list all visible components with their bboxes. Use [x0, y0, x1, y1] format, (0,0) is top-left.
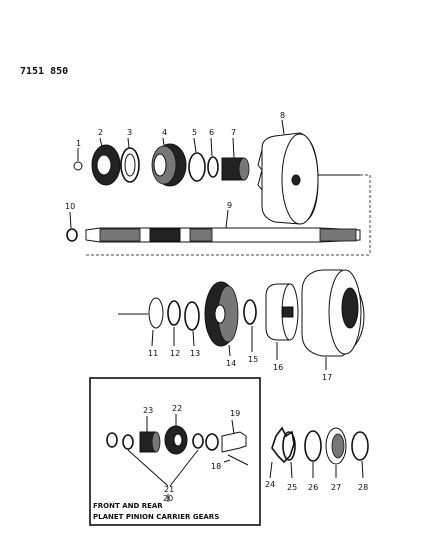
- callout-17: 17: [322, 373, 332, 382]
- callout-3: 3: [127, 128, 132, 137]
- reference-line-top: [360, 174, 371, 255]
- part-11-thrust-plate: [148, 297, 164, 347]
- part-12-washer: [167, 300, 181, 346]
- part-4-ring-gear: [151, 137, 187, 187]
- callout-11: 11: [148, 349, 158, 358]
- callout-2: 2: [98, 128, 103, 137]
- callout-22: 22: [172, 404, 182, 413]
- part-8-drum: [257, 119, 360, 225]
- part-28-seal-ring: [351, 431, 369, 479]
- leader-20-21: [127, 449, 199, 502]
- part-27-piston: [325, 427, 347, 478]
- inset-frame: [89, 377, 261, 526]
- part-10-seal-ring: [66, 211, 78, 242]
- inset-caption-line2: PLANET PINION CARRIER GEARS: [93, 513, 219, 521]
- part-3-thrust-washer: [120, 137, 140, 183]
- callout-6: 6: [209, 128, 214, 137]
- callout-21: 21: [164, 485, 174, 494]
- callout-4: 4: [162, 128, 167, 137]
- part-1-ball: [73, 148, 83, 171]
- callout-15: 15: [248, 355, 258, 364]
- part-5-thrust-washer: [188, 137, 206, 182]
- callout-16: 16: [273, 363, 283, 372]
- part-13-thrust-washer: [184, 301, 200, 347]
- part-25-spring-retainer: [282, 431, 296, 479]
- part-22-pinion-gear-large: [164, 414, 188, 455]
- callout-10: 10: [65, 202, 75, 211]
- part-washer-right-1: [192, 433, 204, 449]
- part-washer-right-2: [205, 433, 219, 451]
- callout-1: 1: [76, 139, 81, 148]
- callout-28: 28: [358, 483, 368, 492]
- callout-19: 19: [230, 409, 240, 418]
- drawing-code: 7151 850: [20, 66, 68, 77]
- callout-25: 25: [287, 483, 297, 492]
- callout-5: 5: [192, 128, 197, 137]
- callout-13: 13: [190, 349, 200, 358]
- part-14-planet-carrier: [204, 281, 239, 357]
- part-9-output-shaft: [85, 209, 361, 243]
- part-16-sun-gear-shell: [265, 283, 299, 360]
- part-17-clutch-drum: [301, 269, 365, 370]
- callout-24: 24: [265, 480, 275, 489]
- part-18-pin: [223, 454, 249, 466]
- part-washer-left-2: [122, 434, 134, 450]
- part-26-seal: [304, 430, 322, 478]
- callout-26: 26: [308, 483, 318, 492]
- callout-7: 7: [231, 128, 236, 137]
- part-6-snap-ring: [207, 137, 219, 178]
- callout-9: 9: [227, 201, 232, 210]
- part-23-pinion-gear: [139, 416, 161, 453]
- part-15-snap-ring: [243, 299, 257, 352]
- part-2-bearing: [91, 137, 121, 186]
- part-ring-thrust-washer-left: [106, 432, 118, 448]
- callout-23: 23: [143, 406, 153, 415]
- part-19-pinion-shaft: [221, 419, 247, 453]
- part-7-sun-gear: [221, 137, 250, 181]
- callout-14: 14: [226, 359, 236, 368]
- callout-18: 18: [211, 462, 221, 471]
- part-24-spring: [269, 426, 295, 479]
- callout-8: 8: [280, 111, 285, 120]
- callout-20: 20: [163, 494, 173, 503]
- callout-27: 27: [331, 483, 341, 492]
- inset-caption-line1: FRONT AND REAR: [93, 502, 163, 510]
- callout-12: 12: [170, 349, 180, 358]
